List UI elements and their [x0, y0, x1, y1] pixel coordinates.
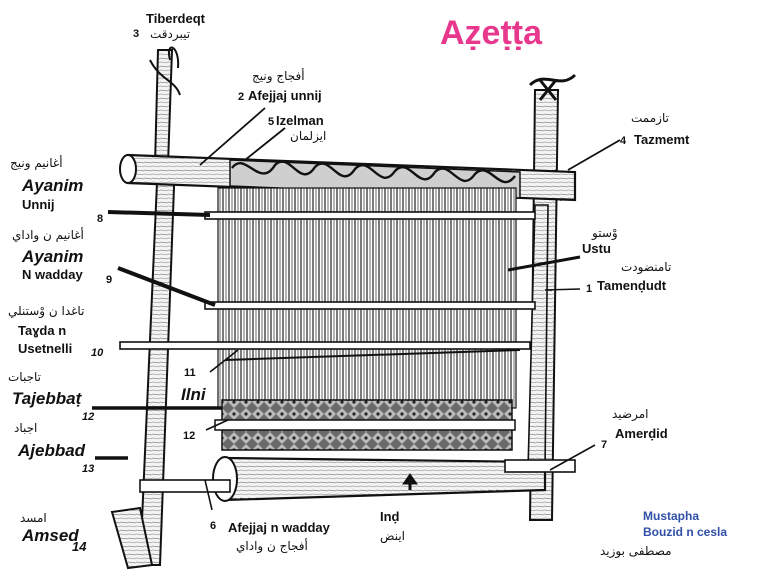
ajebbad-bar — [214, 419, 516, 431]
ilni-second-number: 12 — [183, 430, 196, 442]
ajebbad-arabic: اجباد — [14, 421, 38, 435]
tazmemt-arabic: تازممت — [631, 111, 669, 125]
amerdid-number: 7 — [601, 439, 608, 451]
ayanim-unnij-arabic: أغانيم ونيج — [10, 156, 63, 170]
ayanim-unnij-label2: Unnij — [22, 197, 55, 212]
amsed-stick — [110, 506, 154, 570]
afejjaj-nwadday-label: Afejjaj n wadday — [228, 520, 330, 535]
left-post — [138, 159, 177, 566]
tayda-label: Taɣda n — [18, 323, 67, 338]
tajebbat-number: 12 — [82, 411, 95, 423]
tamendudt-arabic: تامنضودت — [621, 260, 672, 274]
ayanim-nwadday-label2: N wadday — [22, 267, 83, 282]
tazmemt-label: Tazmemt — [634, 132, 690, 147]
ayanim-unnij-label: Ayanim — [22, 176, 84, 195]
ayanim-nwadday-number: 9 — [106, 274, 113, 286]
tayda-label2: Usetnelli — [18, 341, 73, 356]
credit-arabic: مصطفى بوزيد — [600, 544, 672, 558]
ind-arabic: اينض — [380, 529, 405, 543]
amsed-arabic: امسد — [20, 511, 47, 525]
ayanim-nwadday-label: Ayanim — [22, 247, 84, 266]
afejjaj-unnij-label: Afejjaj unnij — [248, 88, 322, 103]
afejjaj-unnij-number: 2 — [238, 91, 245, 103]
ayanim-unnij-number: 8 — [97, 213, 104, 225]
credit-line2: Bouzid n cesla — [643, 525, 728, 539]
tiberdeqt-number: 3 — [133, 28, 140, 40]
ind-label: Inḍ — [380, 509, 400, 524]
ajebbad-label: Ajebbad — [18, 441, 86, 460]
tayda-arabic: تاغدا ن وْستنلي — [8, 304, 85, 318]
tiberdeqt-arabic: تيبردقت — [150, 27, 191, 41]
tiberdeqt-stick — [149, 46, 181, 166]
afejjaj-nwadday-arabic: أفجاج ن واداي — [236, 539, 308, 553]
ustu-arabic: وْستو — [592, 226, 618, 240]
amerdid-arabic: امرضيد — [612, 407, 649, 421]
amsed-label: Amsed — [22, 526, 79, 545]
amerdid-label: Amerḍid — [615, 426, 668, 441]
credit-line1: Mustapha — [643, 509, 700, 523]
pointer-lines — [92, 107, 621, 511]
tamendudt-label: Tamenḍudt — [597, 278, 667, 293]
izelman-label: Izelman — [276, 113, 324, 128]
izelman-arabic: ايزلمان — [290, 129, 327, 143]
tamendudt-number: 1 — [586, 283, 593, 295]
ayanim-nwadday-arabic: أغانيم ن واداي — [12, 228, 84, 242]
amsed-number: 14 — [72, 539, 87, 554]
warp-threads — [217, 187, 517, 409]
tayda-number: 10 — [91, 347, 104, 359]
afejjaj-unnij-arabic: أفجاج ونيج — [252, 69, 305, 83]
diagram-title: Aẓeṭṭa — [440, 14, 543, 52]
tazmemt-number: 4 — [620, 135, 627, 147]
tajebbat-arabic: تاجبات — [8, 370, 41, 384]
ajebbad-number: 13 — [82, 463, 95, 475]
ilni-number: 11 — [184, 367, 196, 379]
ustu-label: Ustu — [582, 241, 611, 256]
tiberdeqt-label: Tiberdeqt — [146, 11, 205, 26]
ilni-label: Ilni — [181, 385, 206, 404]
afejjaj-nwadday-number: 6 — [210, 520, 217, 532]
izelman-number: 5 — [268, 116, 275, 128]
bottom-beam — [139, 456, 576, 502]
cross-rods — [119, 211, 536, 361]
tajebbat-label: Tajebbaṭ — [12, 389, 82, 408]
